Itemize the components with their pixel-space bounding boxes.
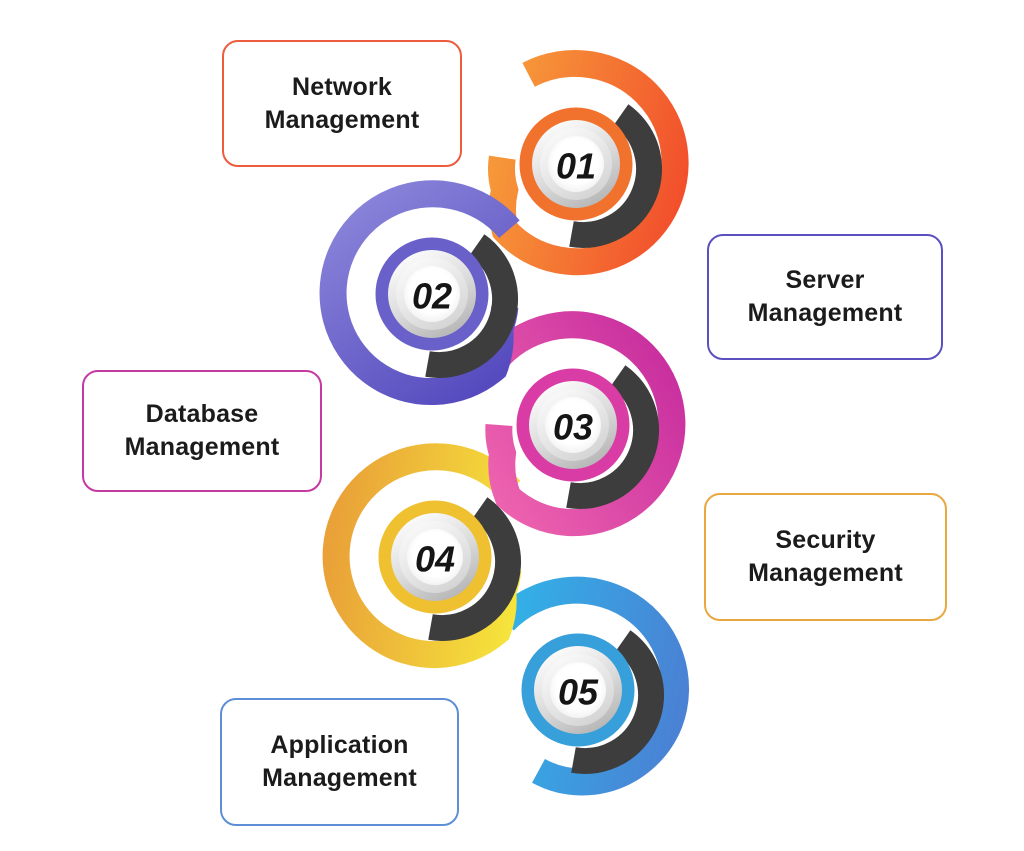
label-line: Database xyxy=(145,400,259,428)
step-number-05: 05 xyxy=(558,672,599,713)
shadow-crescent-01 xyxy=(569,104,663,248)
label-line: Management xyxy=(747,299,903,327)
number-ring-04 xyxy=(378,500,492,614)
number-ring-05 xyxy=(521,633,635,747)
step-number-03: 03 xyxy=(553,407,593,448)
step-number-02: 02 xyxy=(412,276,452,317)
shadow-crescent-02 xyxy=(425,234,519,378)
step-number-01: 01 xyxy=(556,146,596,187)
shadow-crescent-05 xyxy=(571,630,665,774)
number-ring-01 xyxy=(519,107,633,221)
number-ball-highlight-05 xyxy=(550,662,606,718)
swirl-01: 01 xyxy=(488,49,689,276)
number-ball-highlight-03 xyxy=(545,397,601,453)
label-line: Server xyxy=(785,266,865,294)
label-line: Application xyxy=(270,731,409,759)
spiral-band-03 xyxy=(485,311,686,537)
label-line: Management xyxy=(262,764,417,792)
label-line: Network xyxy=(291,72,393,101)
swirl-04: 04 xyxy=(322,443,522,669)
spiral-band-02 xyxy=(319,180,520,406)
swirl-03: 03 xyxy=(485,311,686,537)
swirl-05: 05 xyxy=(494,576,690,796)
label-line: Management xyxy=(748,559,903,587)
label-box-application-management: Application Management xyxy=(220,698,459,826)
shadow-crescent-04 xyxy=(428,497,522,641)
number-ring-03 xyxy=(516,368,630,482)
number-ball-highlight-01 xyxy=(548,136,604,192)
label-line: Management xyxy=(264,105,420,134)
number-ball-highlight-02 xyxy=(404,266,460,322)
label-box-database-management: Database Management xyxy=(82,370,322,492)
shadow-crescent-03 xyxy=(566,365,660,509)
label-box-server-management: Server Management xyxy=(707,234,943,360)
label-box-network-management: Network Management xyxy=(222,40,462,167)
label-line: Security xyxy=(775,526,876,554)
spiral-band-04 xyxy=(322,443,522,669)
step-number-04: 04 xyxy=(415,539,455,580)
number-ring-02 xyxy=(375,237,489,351)
number-ball-highlight-04 xyxy=(407,529,463,585)
swirl-02: 02 xyxy=(319,180,520,406)
label-box-security-management: Security Management xyxy=(704,493,947,621)
label-line: Management xyxy=(124,433,280,461)
spiral-band-05 xyxy=(494,576,690,796)
